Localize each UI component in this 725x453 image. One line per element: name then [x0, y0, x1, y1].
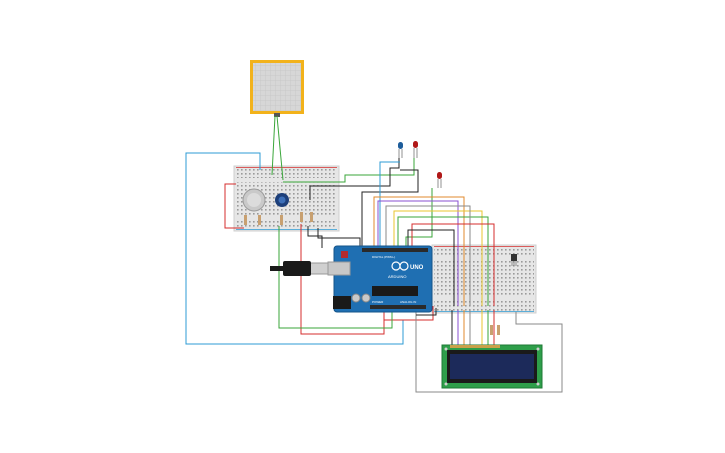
lcd-mount-hole: [536, 382, 540, 386]
wire-green-right: [405, 188, 433, 250]
arduino-reset-button[interactable]: [341, 251, 348, 258]
arduino-usb-port[interactable]: [327, 261, 351, 276]
wire-green-long: [278, 226, 393, 329]
wire-red-right: [384, 306, 434, 321]
wire-black-3: [317, 228, 361, 250]
lcd-mount-hole: [444, 347, 448, 351]
arduino-label-uno: UNO: [410, 265, 424, 271]
arduino-uno[interactable]: UNO ARDUINO DIGITAL (PWM~) POWER ANALOG …: [327, 245, 433, 313]
wire-green-bus: [397, 216, 489, 306]
force-sensor[interactable]: [250, 60, 304, 117]
force-sensor-lead: [274, 113, 280, 117]
arduino-digital-header: [362, 248, 428, 252]
arduino-power-jack[interactable]: [333, 296, 351, 309]
wire-red-bus: [411, 223, 495, 306]
arduino-label-analog: ANALOG IN: [400, 300, 416, 304]
wire-yellow: [393, 210, 483, 306]
wire-green-top: [283, 158, 415, 183]
lcd-pin-header: [450, 345, 500, 348]
arduino-capacitor: [351, 293, 361, 303]
lcd-mount-hole: [444, 382, 448, 386]
wire-green-sensor: [276, 115, 284, 181]
arduino-label-arduino: ARDUINO: [388, 274, 406, 279]
left-breadboard-holes-bottom: [236, 219, 337, 229]
arduino-logo-right: [399, 261, 409, 271]
wire-black-1: [307, 226, 323, 248]
wire-black-2: [309, 158, 400, 200]
wire-red-left: [224, 183, 244, 229]
gas-sensor[interactable]: [242, 188, 266, 212]
usb-cable-cord: [270, 266, 284, 271]
lcd-16x2[interactable]: [441, 344, 543, 389]
arduino-capacitor: [361, 293, 371, 303]
resistor-group-right[interactable]: [490, 325, 500, 335]
force-sensor-grid: [253, 63, 301, 111]
wire-gray-loop: [415, 306, 563, 393]
wire-black-gnd: [416, 308, 437, 316]
potentiometer-knob: [278, 196, 286, 204]
lcd-mount-hole: [536, 347, 540, 351]
wire-green-sensor-2: [271, 115, 276, 176]
arduino-power-header: [370, 305, 426, 309]
wire-black-bus: [407, 229, 455, 306]
potentiometer[interactable]: [275, 193, 289, 207]
arduino-label-digital: DIGITAL (PWM~): [372, 255, 395, 259]
wire-gray-bus: [385, 205, 471, 306]
right-breadboard-holes-mid: [434, 261, 534, 297]
wire-red-bottom: [300, 224, 385, 335]
wire-orange: [373, 196, 465, 306]
arduino-label-power: POWER: [372, 300, 384, 304]
arduino-chip: [372, 286, 418, 296]
wire-purple: [377, 200, 459, 306]
temperature-sensor[interactable]: [511, 254, 517, 266]
blue-led[interactable]: [398, 142, 403, 158]
red-led-2[interactable]: [437, 172, 442, 188]
wire-blue-led: [379, 161, 400, 248]
right-breadboard[interactable]: [431, 244, 537, 314]
wires: [185, 115, 563, 393]
right-breadboard-holes-bottom: [434, 301, 534, 311]
wire-blue-loop: [185, 152, 404, 345]
wire-black-4: [361, 169, 419, 248]
gas-sensor-mesh: [247, 193, 261, 207]
usb-cable[interactable]: [270, 261, 329, 276]
resistor-group-left[interactable]: [244, 212, 313, 225]
left-breadboard-holes-top: [236, 168, 337, 178]
usb-cable-boot: [283, 261, 311, 276]
lcd-screen: [450, 354, 534, 379]
right-breadboard-holes-top: [434, 247, 534, 257]
usb-cable-plug: [309, 262, 329, 275]
red-led-1[interactable]: [413, 141, 418, 158]
